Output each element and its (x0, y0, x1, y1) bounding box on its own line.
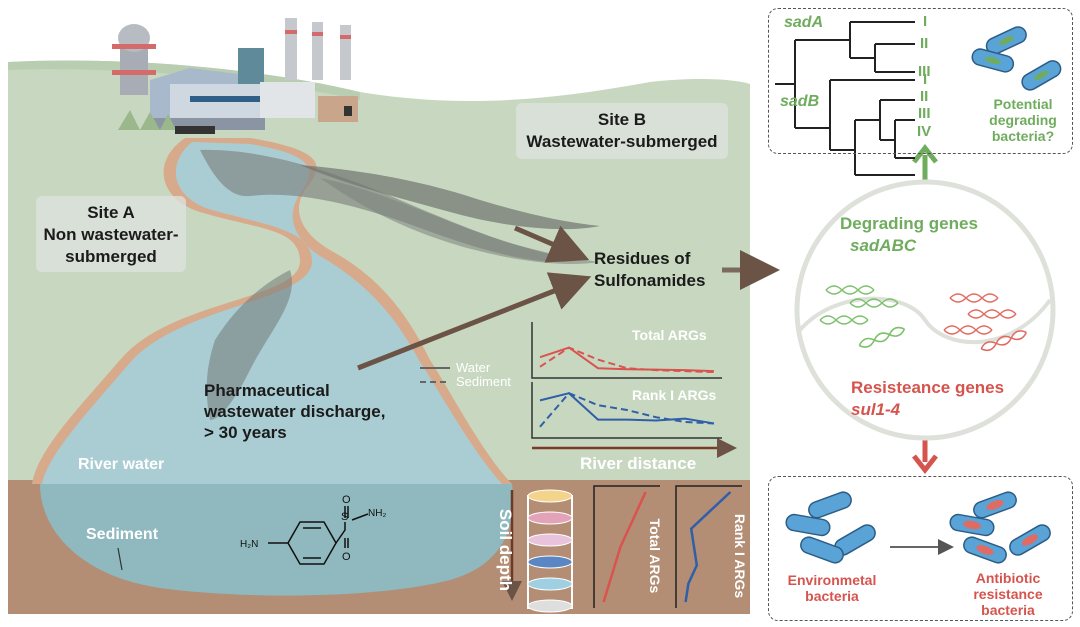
resistance-genes-title: Resisteance genes (851, 378, 1005, 397)
arb-line2: resistance (973, 586, 1043, 602)
soil-core-column (527, 489, 573, 613)
wastewater-streak-1 (300, 165, 600, 230)
genes-circle-divider (798, 296, 1052, 345)
bacteria-bottom-right-group (949, 491, 1051, 564)
tree-sadA-clade-3: III (918, 63, 931, 80)
tree-sadB-clade-1: I (923, 71, 928, 88)
land-highlight (8, 60, 360, 100)
depth-plot-axes (675, 485, 742, 608)
discharge-line3: > 30 years (204, 423, 287, 442)
tree-sadA-clade-1: I (923, 13, 928, 30)
legend-water-text: Water (456, 360, 491, 375)
env-bacteria-line1: Environmetal (787, 572, 877, 588)
depth-plot-line (684, 491, 732, 603)
river-plot-axes (531, 382, 722, 439)
river-plot-sediment-line (539, 391, 715, 428)
tree-sadB-clade-4: IV (917, 123, 932, 140)
wastewater-in-river (206, 270, 292, 420)
molecule-o-bottom: O (342, 551, 351, 563)
depth-plot-line (602, 491, 647, 603)
arb-label: Antibiotic resistance bacteria (958, 570, 1058, 618)
sediment-pool (40, 484, 514, 596)
phylogeny-box (768, 8, 1073, 154)
residues-line2: Sulfonamides (594, 271, 706, 290)
tree-caption-line2: degrading (989, 112, 1057, 128)
tree-sadA-label: sadA (784, 14, 824, 31)
residues-label: Residues of Sulfonamides (594, 248, 705, 292)
arb-line1: Antibiotic (975, 570, 1041, 586)
tree-sadB-clade-3: III (918, 105, 931, 122)
depth-plot-title-total: Total ARGs (647, 518, 663, 594)
genes-circle (794, 179, 1056, 441)
site-b-line2: Wastewater-submerged (526, 132, 718, 151)
river-plot-axes (531, 322, 722, 379)
river-distance-label: River distance (580, 454, 697, 473)
arrow-discharge-to-residues (357, 272, 592, 371)
bacteria-top-group (971, 26, 1062, 91)
discharge-line1: Pharmaceutical (204, 381, 330, 400)
tree-caption-line3: bacteria? (991, 128, 1055, 144)
molecule-nh2: NH₂ (368, 508, 386, 519)
env-bacteria-line2: bacteria (805, 588, 859, 604)
wastewater-streak-2 (320, 178, 600, 265)
arrow-up-green-head (912, 143, 938, 164)
site-b-title: Site B (597, 110, 647, 129)
sulfonamide-molecule (268, 506, 369, 565)
resistance-genes-name: sul1-4 (851, 400, 901, 419)
molecule-s: S (341, 511, 348, 523)
soil-depth-plots (593, 485, 742, 608)
site-b-box: Site B Wastewater-submerged (516, 103, 728, 159)
discharge-label: Pharmaceutical wastewater discharge, > 3… (204, 380, 385, 443)
arrow-siteb-to-residues (514, 225, 590, 263)
site-a-title: Site A (87, 203, 135, 222)
tree-caption-line1: Potential (993, 96, 1053, 112)
river-plot-sediment-line (539, 346, 715, 374)
river-water-label: River water (78, 456, 165, 473)
sediment-pointer (117, 547, 123, 571)
degrading-genes-name: sadABC (850, 236, 917, 255)
molecule-o-top: O (342, 494, 351, 506)
tree-sadA-clade-2: II (920, 35, 929, 52)
arb-line3: bacteria (981, 602, 1035, 618)
legend-sediment-text: Sediment (456, 374, 511, 389)
depth-plot-axes (593, 485, 660, 608)
site-a-line2: Non wastewater- (43, 225, 179, 244)
river-plot-title-rank1: Rank I ARGs (632, 387, 717, 403)
dna-red-group (943, 293, 1027, 352)
bacteria-bottom-left-group (785, 491, 876, 564)
dna-green-group (819, 285, 906, 348)
env-bacteria-label: Environmetal bacteria (782, 572, 882, 604)
site-a-line3: submerged (65, 247, 157, 266)
phylogenetic-tree (775, 21, 915, 176)
bacteria-box (768, 476, 1073, 621)
degrading-genes-title: Degrading genes (840, 214, 978, 233)
river-plot-title-total: Total ARGs (632, 327, 707, 343)
tree-sadB-clade-2: II (920, 88, 929, 105)
depth-plot-title-rank1: Rank I ARGs (732, 513, 748, 599)
residues-line1: Residues of (594, 249, 691, 268)
molecule-h2n: H₂N (240, 539, 258, 550)
arrow-down-red-head (912, 454, 938, 475)
factory-illustration (112, 18, 358, 134)
site-a-box: Site A Non wastewater- submerged (36, 196, 186, 272)
tree-caption: Potential degrading bacteria? (978, 96, 1068, 144)
discharge-line2: wastewater discharge, (204, 402, 386, 421)
river-distance-plots (531, 322, 722, 439)
tree-sadB-label: sadB (780, 93, 820, 110)
soil-depth-label: Soil depth (496, 508, 515, 592)
sediment-label: Sediment (86, 526, 159, 543)
